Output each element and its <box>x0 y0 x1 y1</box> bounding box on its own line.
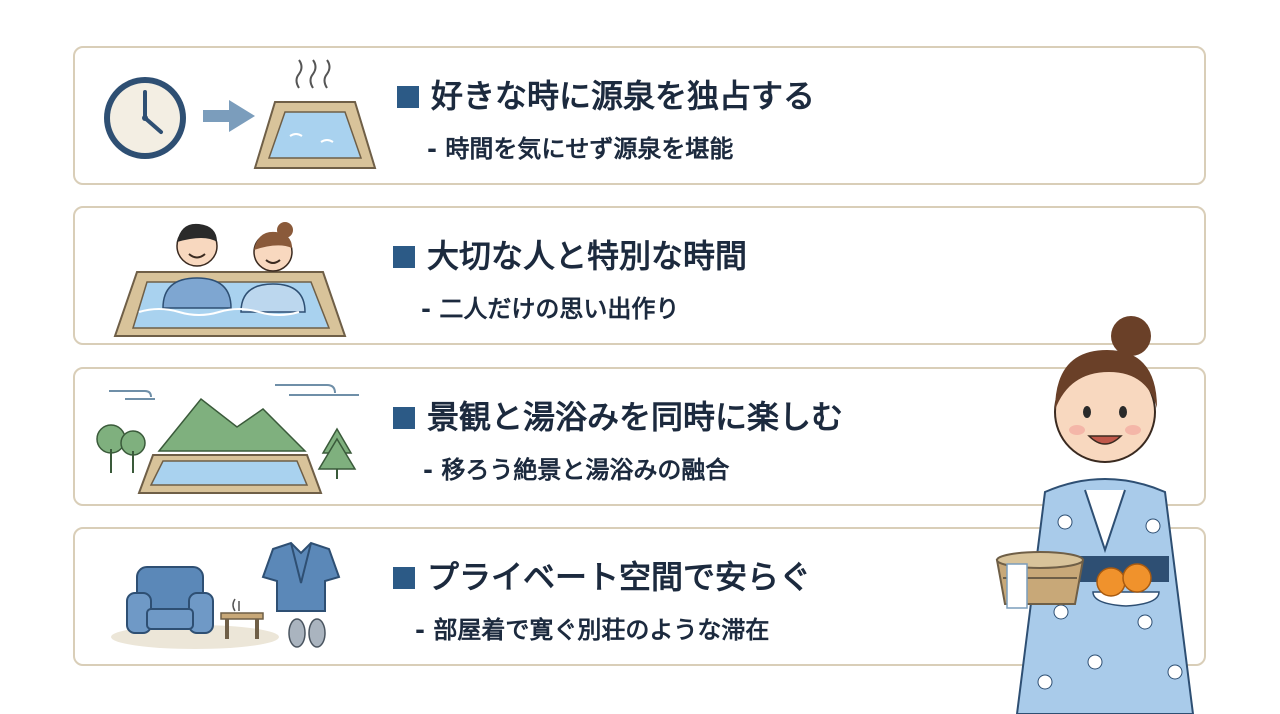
feature-title-text: 景観と湯浴みを同時に楽しむ <box>427 398 844 436</box>
feature-subtitle: - 部屋着で寛ぐ別荘のような滞在 <box>415 616 770 644</box>
feature-title: プライベート空間で安らぐ <box>393 557 811 597</box>
feature-subtitle: - 時間を気にせず源泉を堪能 <box>427 135 734 163</box>
bath-bucket-icon <box>995 551 1085 609</box>
bullet-square-icon <box>393 407 415 429</box>
card-4-illustration <box>111 541 341 649</box>
feature-title: 大切な人と特別な時間 <box>393 236 747 276</box>
side-table-icon <box>220 598 264 639</box>
mikan-oranges-icon <box>1092 563 1160 607</box>
bullet-square-icon <box>397 86 419 108</box>
feature-card-scenery-bath: 景観と湯浴みを同時に楽しむ - 移ろう絶景と湯浴みの融合 <box>73 367 1206 506</box>
couple-in-bath-icon <box>113 222 347 337</box>
card-3-illustration <box>96 384 359 494</box>
feature-title: 好きな時に源泉を独占する <box>397 76 815 116</box>
slippers-icon <box>288 618 326 648</box>
armchair-icon <box>126 566 214 634</box>
yukata-icon <box>261 541 341 612</box>
mountain-landscape-bath-icon <box>96 384 359 494</box>
yukata-woman-mascot <box>995 316 1195 714</box>
feature-subtitle: - 二人だけの思い出作り <box>421 295 680 323</box>
steaming-bath-icon <box>253 59 377 169</box>
card-1-illustration <box>104 59 377 169</box>
feature-title-text: 大切な人と特別な時間 <box>427 237 748 275</box>
card-2-illustration <box>113 222 347 337</box>
feature-subtitle: - 移ろう絶景と湯浴みの融合 <box>423 456 730 484</box>
bullet-square-icon <box>393 246 415 268</box>
arrow-right-icon <box>203 100 255 132</box>
feature-title-text: 好きな時に源泉を独占する <box>431 77 816 115</box>
feature-title-text: プライベート空間で安らぐ <box>427 558 812 596</box>
feature-title: 景観と湯浴みを同時に楽しむ <box>393 397 843 437</box>
feature-card-hot-spring-anytime: 好きな時に源泉を独占する - 時間を気にせず源泉を堪能 <box>73 46 1206 185</box>
feature-card-special-time: 大切な人と特別な時間 - 二人だけの思い出作り <box>73 206 1206 345</box>
bullet-square-icon <box>393 567 415 589</box>
clock-icon <box>104 77 186 159</box>
